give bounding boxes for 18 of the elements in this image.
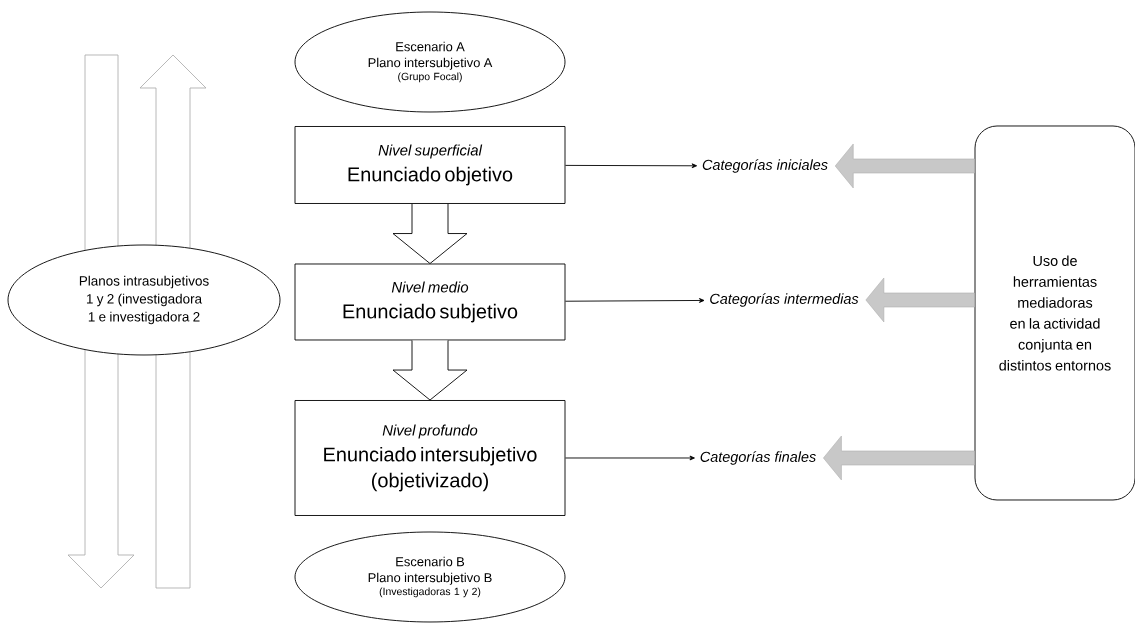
category-label: Categorías finales xyxy=(700,451,816,465)
rounded-box: Uso de herramientas mediadoras en la actividad conjunta en distintos entornos xyxy=(974,125,1135,501)
level-box: Nivel medio Enunciado subjetivo xyxy=(294,263,566,341)
block-arrow xyxy=(834,143,975,189)
category-label: Categorías iniciales xyxy=(702,159,828,173)
level-box: Nivel profundo Enunciado intersubjetivo (objetivizado) xyxy=(294,400,566,516)
category-label: Categorías intermedias xyxy=(710,293,859,307)
block-arrow xyxy=(392,340,468,401)
arrow xyxy=(565,298,705,303)
ellipse-node: Escenario B Plano intersubjetivo B (Investigadoras 1 y 2) xyxy=(294,531,566,623)
ellipse-node: Planos intrasubjetivos 1 y 2 (investigadora 1 e investigadora 2 xyxy=(7,244,281,356)
ellipse-node: Escenario A Plano intersubjetivo A (Grupo Focal) xyxy=(294,11,566,113)
arrow xyxy=(565,455,695,461)
block-arrow xyxy=(823,435,975,481)
block-arrow xyxy=(392,203,468,264)
block-arrow xyxy=(865,277,975,323)
level-box: Nivel superficial Enunciado objetivo xyxy=(294,126,566,204)
arrow xyxy=(565,163,698,169)
